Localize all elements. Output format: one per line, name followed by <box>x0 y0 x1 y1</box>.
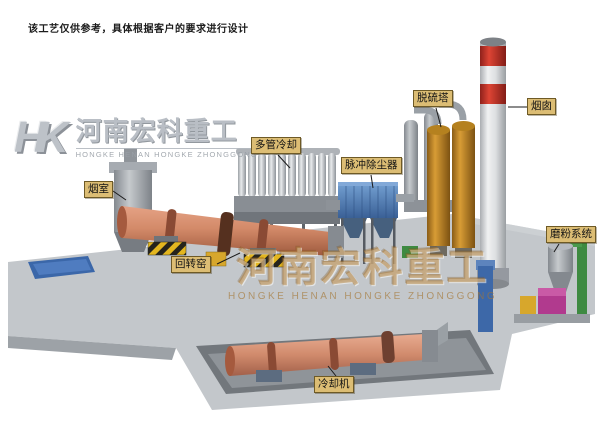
company-logo: HK 河南宏科重工 HONGKE HENAN HONGKE ZHONGGONG <box>14 116 258 160</box>
label-multi-tube-cooler: 多管冷却 <box>251 137 301 154</box>
label-desulfurization-tower: 脱硫塔 <box>413 90 453 107</box>
label-chimney: 烟囱 <box>527 98 556 115</box>
green-unit <box>402 246 418 258</box>
label-grinding-system: 磨粉系统 <box>546 226 596 243</box>
blue-panel <box>28 256 95 279</box>
label-smoke-chamber: 烟室 <box>84 181 113 198</box>
chimney <box>477 37 509 289</box>
rotary-kiln <box>117 206 344 268</box>
logo-company-name-en: HONGKE HENAN HONGKE ZHONGGONG <box>75 147 258 159</box>
label-cooling-machine: 冷却机 <box>314 376 354 393</box>
label-pulse-dust-collector: 脉冲除尘器 <box>341 157 402 174</box>
logo-company-name-cn: 河南宏科重工 <box>75 116 238 147</box>
logo-text-block: 河南宏科重工 HONGKE HENAN HONGKE ZHONGGONG <box>75 116 258 159</box>
cooling-machine <box>225 322 448 382</box>
logo-monogram: HK <box>14 113 68 162</box>
leader-lines <box>112 106 560 377</box>
disclaimer-text: 该工艺仅供参考，具体根据客户的要求进行设计 <box>28 24 249 35</box>
label-rotary-kiln: 回转窑 <box>171 256 211 273</box>
